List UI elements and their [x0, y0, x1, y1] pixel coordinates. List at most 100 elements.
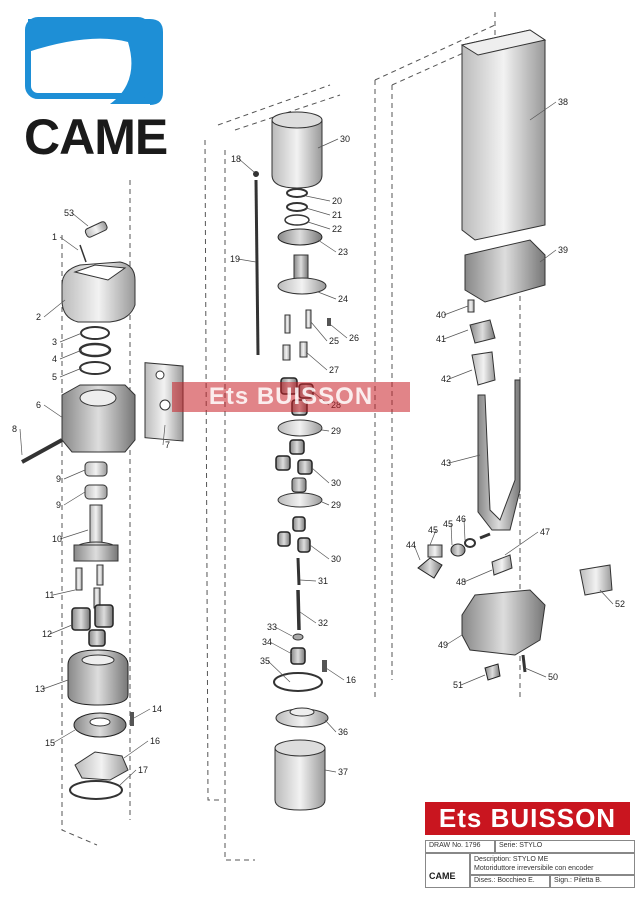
gears-12	[71, 604, 114, 647]
leader-line	[274, 626, 293, 637]
ring-gear-13	[67, 649, 129, 706]
callout-46: 46	[456, 514, 466, 541]
callout-number: 24	[338, 294, 348, 304]
washer-34	[292, 633, 304, 641]
leader-line	[43, 299, 66, 318]
leader-line	[52, 589, 76, 596]
leader-line	[448, 369, 473, 380]
callout-number: 48	[456, 577, 466, 587]
carrier-29b	[277, 492, 323, 508]
callout-32: 32	[299, 611, 328, 628]
callout-number: 30	[331, 554, 341, 564]
signature: Sign.: Piletta B.	[550, 875, 635, 888]
callout-number: 6	[36, 400, 41, 410]
callout-50: 50	[524, 667, 558, 682]
leader-line	[443, 329, 469, 340]
serie: Serie: STYLO	[495, 840, 635, 853]
callout-11: 11	[45, 589, 76, 600]
callout-number: 35	[260, 656, 270, 666]
leader-line	[539, 249, 557, 263]
callout-38: 38	[529, 97, 568, 121]
leader-line	[448, 454, 481, 464]
leader-line	[463, 518, 466, 541]
callout-number: 9	[56, 474, 61, 484]
callout-25: 25	[310, 321, 339, 346]
pin-55	[84, 221, 108, 238]
leader-line	[59, 236, 79, 251]
shaft-10	[89, 504, 103, 546]
callout-number: 26	[349, 333, 359, 343]
callout-number: 51	[453, 680, 463, 690]
callout-24: 24	[317, 291, 348, 304]
oring-16	[69, 780, 123, 800]
callout-39: 39	[539, 245, 568, 263]
callout-13: 13	[35, 679, 69, 694]
callout-number: 29	[331, 426, 341, 436]
housing-6	[61, 384, 136, 453]
leader-line	[310, 321, 328, 342]
leader-line	[305, 351, 328, 371]
leader-line	[324, 769, 337, 773]
leader-line	[445, 634, 463, 646]
callout-number: 12	[42, 629, 52, 639]
leader-line	[162, 424, 166, 446]
leader-line	[317, 138, 339, 149]
bracket-43	[471, 351, 496, 386]
leader-line	[43, 404, 64, 419]
callout-number: 2	[36, 312, 41, 322]
leader-line	[59, 367, 83, 378]
callout-number: 4	[52, 354, 57, 364]
callout-number: 44	[406, 540, 416, 550]
leader-line	[19, 428, 23, 456]
callout-number: 42	[441, 374, 451, 384]
screw-1	[79, 244, 87, 263]
callout-14: 14	[133, 704, 162, 719]
callout-20: 20	[305, 195, 342, 206]
callout-9: 9	[56, 491, 86, 510]
callout-number: 46	[456, 514, 466, 524]
callout-1: 1	[52, 232, 79, 251]
callout-7: 7	[162, 424, 170, 450]
leader-line	[42, 679, 69, 690]
callout-number: 37	[338, 767, 348, 777]
callout-2: 2	[36, 299, 66, 322]
flange-17	[74, 751, 129, 781]
callout-37: 37	[324, 767, 348, 777]
callout-15: 15	[45, 729, 76, 748]
leader-line	[309, 544, 330, 560]
ring-4	[78, 342, 112, 358]
title-block: DRAW No. 1796 Serie: STYLO CAME Descript…	[425, 840, 635, 902]
callout-5: 5	[52, 367, 83, 382]
leader-line	[305, 207, 331, 216]
leader-line	[330, 324, 348, 339]
callout-53: 53	[64, 208, 89, 227]
leader-line	[429, 529, 437, 546]
left-column-parts	[21, 221, 184, 800]
callout-number: 31	[318, 576, 328, 586]
leader-line	[529, 101, 557, 121]
callout-40: 40	[436, 305, 469, 320]
ball-18	[253, 171, 259, 177]
callout-number: 25	[329, 336, 339, 346]
callout-number: 41	[436, 334, 446, 344]
washer-20	[286, 188, 308, 198]
callout-6: 6	[36, 400, 64, 419]
callout-49: 49	[438, 634, 463, 650]
callout-number: 3	[52, 337, 57, 347]
leader-line	[269, 641, 293, 655]
right-column-parts	[417, 29, 613, 681]
callout-4: 4	[52, 349, 83, 364]
leader-line	[52, 729, 76, 744]
callout-44: 44	[406, 540, 421, 561]
callout-30: 30	[317, 134, 350, 149]
pin-27a	[282, 344, 291, 361]
leader-line	[237, 258, 257, 263]
base-51	[461, 589, 546, 656]
callout-number: 7	[165, 440, 170, 450]
callout-number: 13	[35, 684, 45, 694]
callout-34: 34	[262, 637, 293, 655]
callout-48: 48	[456, 569, 493, 587]
leader-line	[299, 579, 317, 582]
leader-line	[450, 523, 453, 546]
